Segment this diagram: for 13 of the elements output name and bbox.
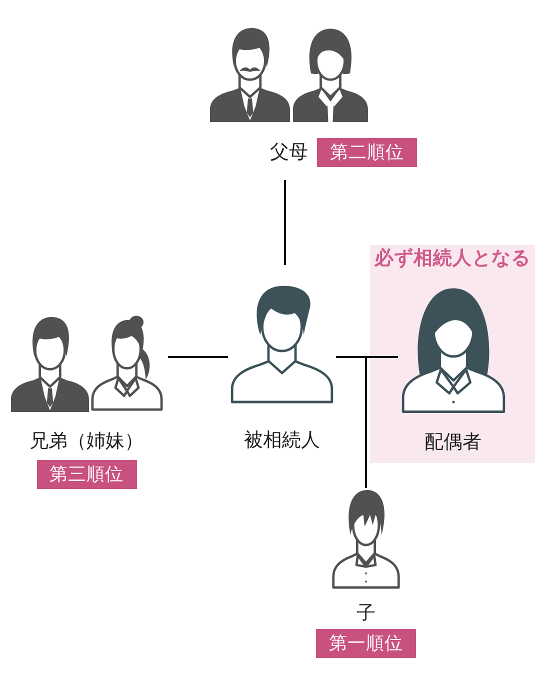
relation-label: 父母 [270,140,308,165]
rank-badge: 第三順位 [36,460,136,489]
rank-badge: 第二順位 [317,138,417,167]
relation-label: 兄弟（姉妹） [30,430,144,452]
connector-line [284,180,286,265]
panel-heading: 必ず相続人となる [374,247,530,269]
highlight-panel [370,245,535,463]
connector-line [168,356,228,358]
connector-line [336,356,367,488]
relation-label: 子 [356,602,376,624]
relation-label: 配偶者 [424,431,482,453]
rank-badge: 第一順位 [316,629,416,658]
relation-label: 被相続人 [244,429,320,451]
